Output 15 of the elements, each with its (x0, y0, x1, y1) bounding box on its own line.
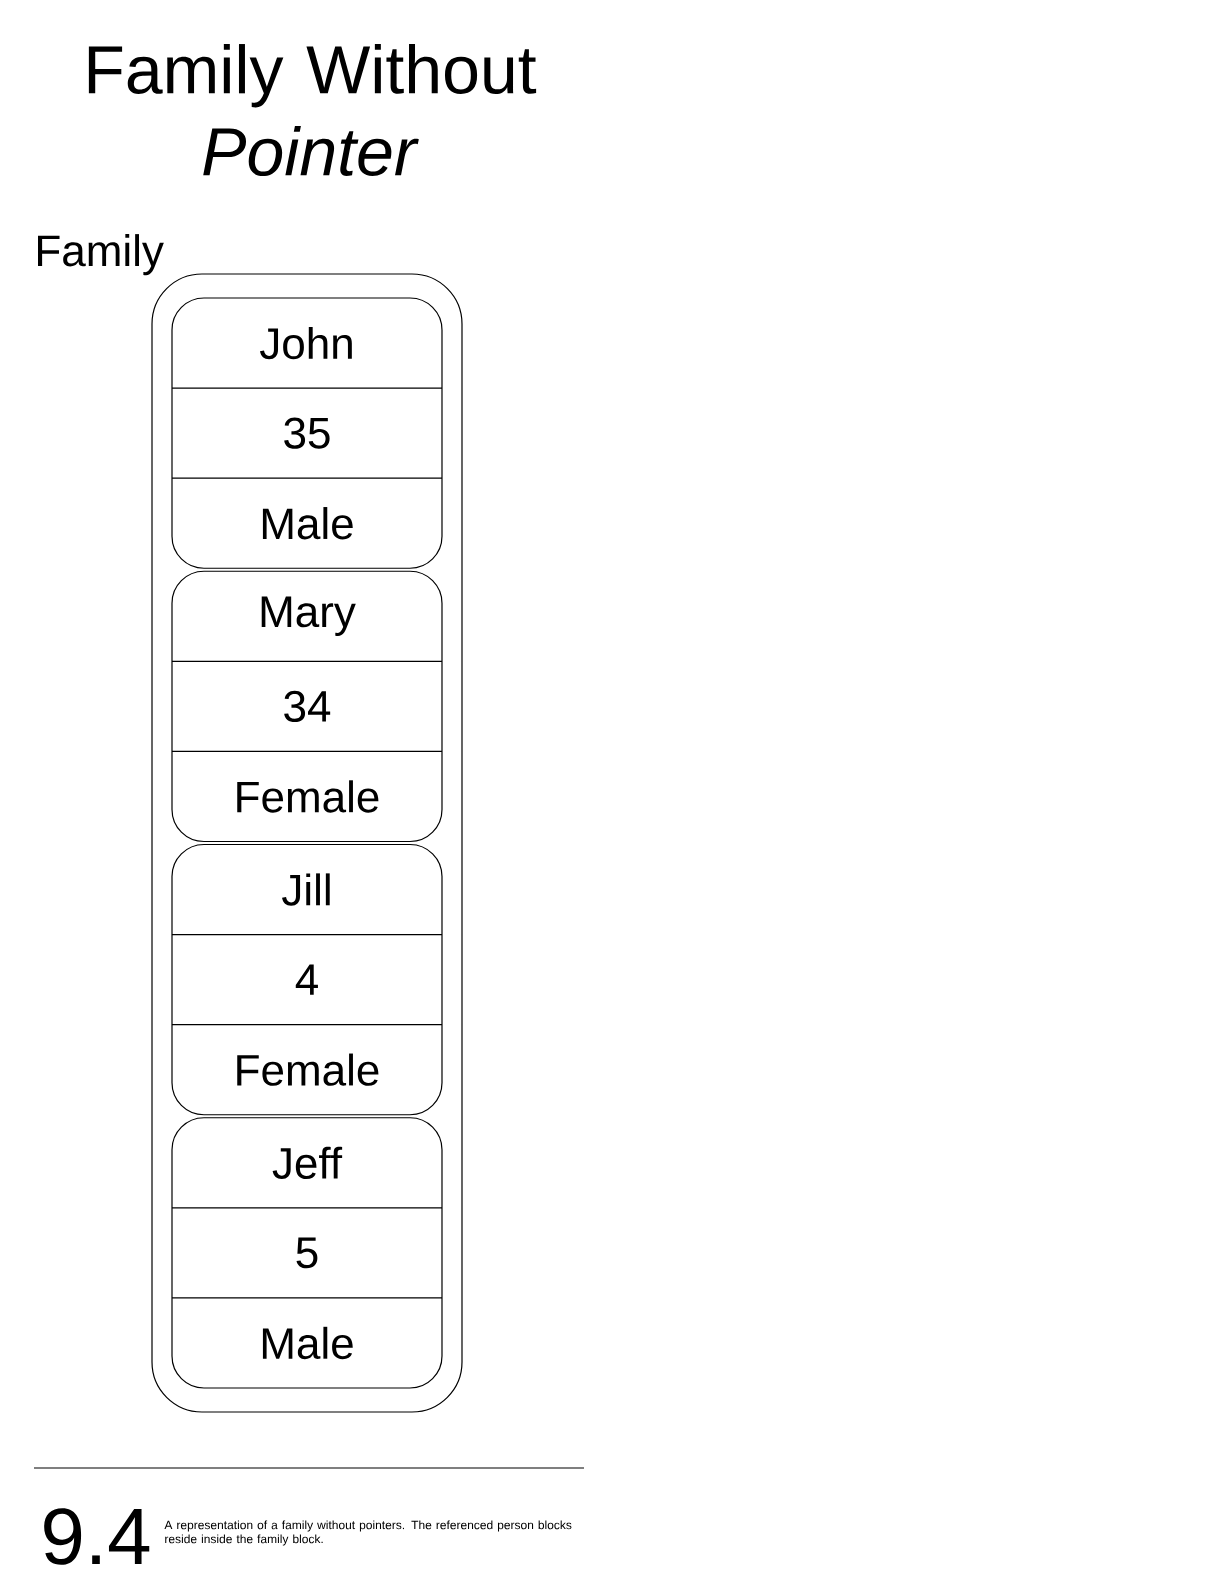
field-text: Male (262, 507, 353, 540)
title: Family Without Pointer (88, 44, 537, 176)
figure-number: 9.4 (44, 1508, 150, 1565)
field-text: Female (237, 780, 379, 813)
field-text: 5 (296, 1237, 318, 1269)
field-text: Male (262, 1326, 353, 1360)
field-text: 34 (284, 690, 331, 722)
field-text: Mary (261, 596, 356, 636)
field-text: Jeff (272, 1146, 343, 1179)
field-text: Female (237, 1053, 379, 1086)
field-text: John (260, 326, 352, 360)
field-text: Jill (282, 873, 330, 906)
field-text: 35 (284, 417, 330, 449)
field-text: 4 (295, 964, 318, 995)
block-heading: Family (38, 234, 164, 276)
